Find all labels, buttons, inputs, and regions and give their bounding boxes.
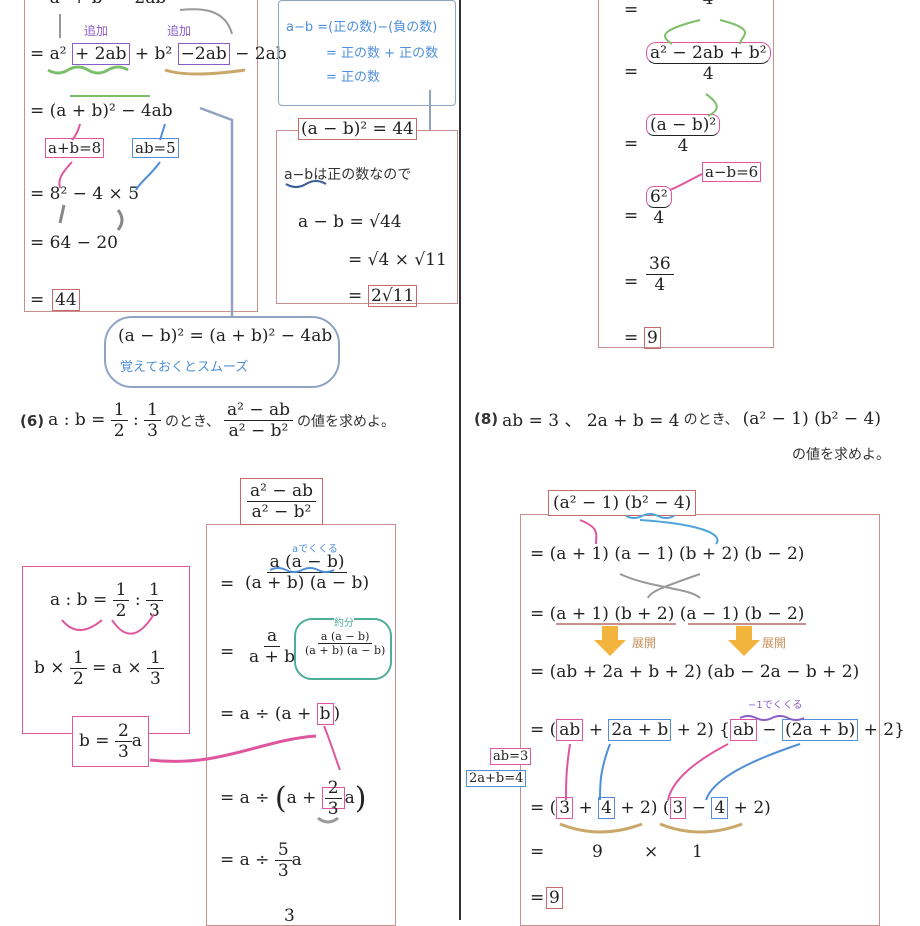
tl-note-box [278,0,456,106]
p6-cancel-label: 約分 [334,614,354,629]
p6-s1-eq: = [220,574,235,594]
tl-formula-cloud [104,316,340,388]
tl-side-title: (a − b)² = 44 [298,118,417,140]
p6-s2-eq: = [220,642,235,662]
p8-l6b: 1 [692,842,703,862]
top-right-work-panel [598,0,774,348]
tl-add-label-2: 追加 [167,24,192,38]
tr-eq1: = [624,62,639,82]
tr-answer-eq: = [624,328,639,348]
problem8-mid: のとき、 [683,411,739,428]
p8-l4: = (ab + 2a + b + 2) {ab − (2a + b) + 2} [530,719,905,741]
p8-l6a: 9 [592,842,603,862]
tl-formula: (a − b)² = (a + b)² − 4ab [118,326,333,346]
problem6-label: (6) [20,411,45,430]
p8-l2: = (a + 1) (b + 2) (a − 1) (b − 2) [530,604,805,624]
tl-formula-note: 覚えておくとスムーズ [120,360,249,375]
tl-line1: = a² + 2ab + b² −2ab − 2ab [30,43,287,65]
tl-note-line1: a−b =(正の数)−(負の数) [286,20,438,35]
p8-sub-2ab: 2a+b=4 [466,770,527,787]
p8-l3: = (ab + 2a + b + 2) (ab − 2a − b + 2) [530,662,860,682]
tl-side-l3: 2√11 [368,285,418,307]
column-divider [459,0,461,920]
p8-l6op: × [644,842,659,862]
tr-eq3: = [624,206,639,226]
tl-note-line3: = 正の数 [326,70,381,85]
p8-l6-eq: = [530,842,545,862]
problem6-target-num: a² − ab [224,400,294,421]
tl-side-l2: = √4 × √11 [348,250,447,270]
tl-answer-eq: = [30,290,45,310]
p6-s3: = a ÷ (a + b) [220,703,341,725]
tl-side-l1: a − b = √44 [298,212,402,232]
tr-eq2: = [624,134,639,154]
p8-hint: −1でくくる [748,700,803,711]
problem8-cond: ab = 3 、 2a + b = 4 [502,411,680,431]
tl-side-eq: = [348,286,363,306]
tr-eq4: = [624,272,639,292]
tl-answer: 44 [52,289,80,311]
p8-head: (a² − 1) (b² − 4) [548,490,697,516]
problem6-end: の値を求めよ。 [297,413,396,430]
p8-expand1: 展開 [632,636,657,650]
p8-answer-eq: = [530,888,545,908]
p8-l1: = (a + 1) (a − 1) (b + 2) (b − 2) [530,544,805,564]
top-left-work-panel [24,0,258,312]
tl-add-label-1: 追加 [84,24,109,38]
p6-cancel-frac: a (a − b)(a + b) (a − b) [305,630,386,657]
tr-frac0: 4 [650,0,766,9]
tr-answer: 9 [644,327,661,349]
tl-note-line2: = 正の数 + 正の数 [326,46,439,61]
p8-answer: 9 [546,887,563,909]
problem8-statement: (8) ab = 3 、 2a + b = 4 のとき、 (a² − 1) (b… [474,406,881,432]
tr-eq0: = [624,0,639,20]
p8-expand2: 展開 [762,636,787,650]
p8-sub-ab: ab=3 [490,748,532,765]
p6-s6: 3 [284,906,295,926]
tl-line2: = (a + b)² − 4ab [30,101,173,121]
p6-hint-a: aでくくる [292,544,338,555]
p6-s1: a (a − b)(a + b) (a − b) [245,552,370,593]
p8-l5: = (3 + 4 + 2) (3 − 4 + 2) [530,797,771,819]
tl-sub-ab: ab=5 [132,138,179,158]
problem8-label: (8) [474,409,499,428]
tl-sub-apb: a+b=8 [45,138,105,158]
tl-line4: = 64 − 20 [30,233,118,253]
problem6-target-den: a² − b² [228,421,289,441]
tl-side-note: a−bは正の数なので [284,167,412,183]
tr-sub: a−b=6 [702,162,762,182]
problem8-end: の値を求めよ。 [792,447,890,463]
tl-line3: = 8² − 4 × 5 [30,184,140,204]
problem6-mid: のとき、 [164,413,220,430]
tl-line0: = a² + b² − 2ab [30,0,166,8]
problem8-target: (a² − 1) (b² − 4) [742,408,881,429]
